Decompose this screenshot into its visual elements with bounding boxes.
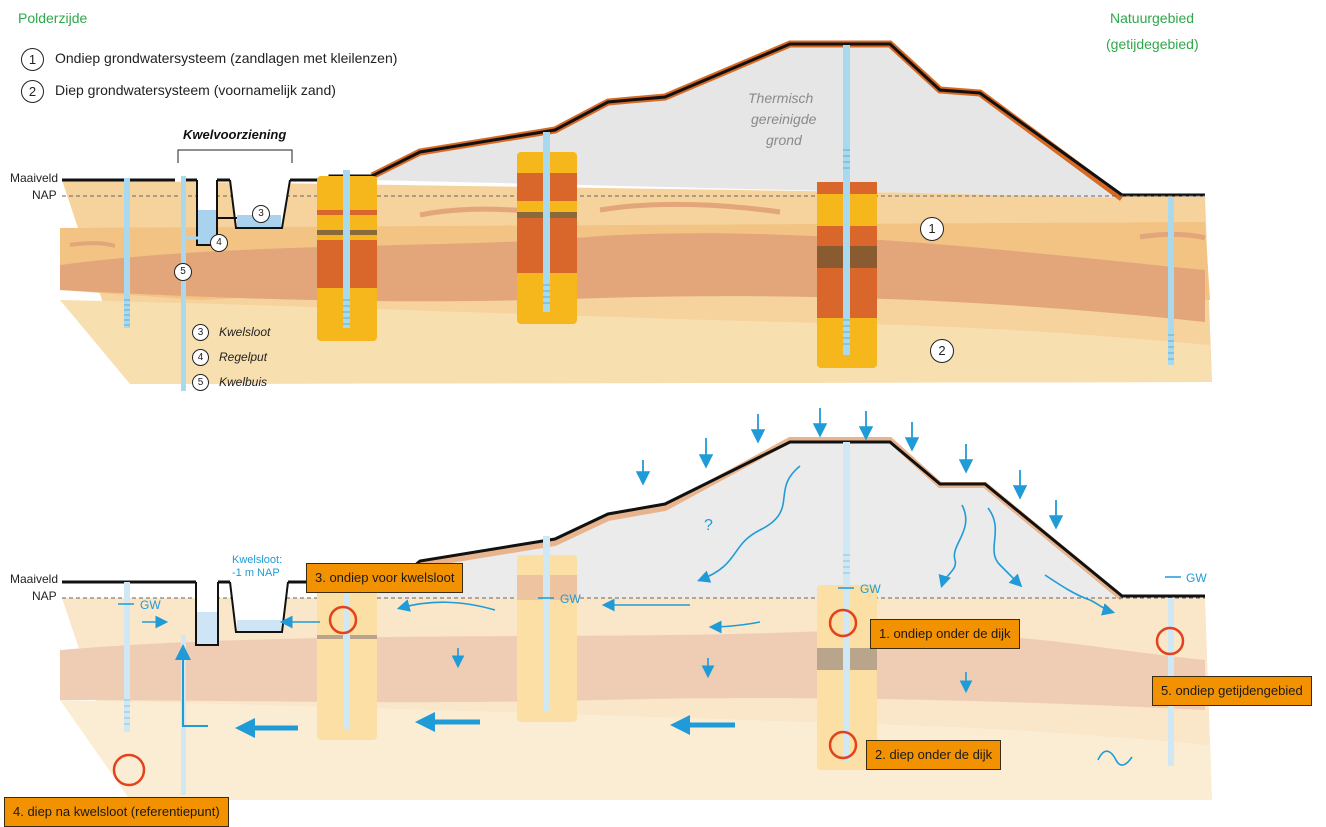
top-kwelvoorziening [177, 149, 293, 391]
top-nap-label: NAP [32, 188, 57, 202]
legend-marker-1: 1 [21, 48, 44, 71]
kwelsloot-depth-label: Kwelsloot: [232, 554, 283, 566]
thermisch-line-1: Thermisch [748, 90, 814, 106]
callout-4-deep-reference: 4. diep na kwelsloot (referentiepunt) [4, 797, 229, 827]
bottom-probes [124, 442, 1174, 770]
top-dike [62, 40, 1205, 201]
top-probe-3 [817, 45, 877, 368]
gw-label-right: GW [1186, 571, 1207, 585]
top-maaiveld-label: Maaiveld [10, 171, 59, 185]
thermisch-line-3: grond [766, 132, 802, 148]
gw-markers [118, 576, 1181, 605]
thermisch-line-2: gereinigde [751, 111, 817, 127]
zone-marker-1: 1 [920, 217, 944, 241]
top-probe-right [1168, 197, 1174, 365]
top-probe-left [124, 178, 130, 328]
bottom-soil-profile [60, 598, 1212, 800]
tidal-area-label: (getijdegebied) [1106, 36, 1199, 52]
top-probe-2 [517, 132, 577, 324]
kwelsloot-depth-value: -1 m NAP [232, 567, 280, 579]
monitor-circle-4 [112, 753, 146, 787]
sublegend-marker-3: 3 [192, 324, 209, 341]
nature-area-label: Natuurgebied [1110, 10, 1195, 26]
top-probe-1 [317, 170, 377, 341]
monitor-circle-3 [328, 605, 358, 635]
marker-kwelbuis: 5 [174, 263, 192, 281]
legend-text-1: Ondiep grondwatersysteem (zandlagen met … [55, 50, 398, 66]
marker-regelput: 4 [210, 234, 228, 252]
callout-3-shallow-before-ditch: 3. ondiep voor kwelsloot [306, 563, 464, 593]
sublegend-text-4: Regelput [219, 350, 268, 364]
monitoring-circles [112, 605, 1185, 787]
unknown-flow-mark: ? [704, 517, 713, 534]
zone-marker-2: 2 [930, 339, 954, 363]
rain-arrows [635, 408, 1064, 530]
marker-kwelsloot: 3 [252, 205, 270, 223]
legend-marker-2: 2 [21, 80, 44, 103]
sublegend-text-3: Kwelsloot [219, 325, 271, 339]
monitor-circle-5 [1155, 626, 1185, 656]
callout-1-shallow-under-dike: 1. ondiep onder de dijk [870, 619, 1020, 649]
bottom-nap-label: NAP [32, 589, 57, 603]
deep-flow-arrows [175, 644, 735, 738]
kwelvoorziening-label: Kwelvoorziening [183, 127, 287, 142]
monitor-circle-1 [828, 608, 858, 638]
bottom-maaiveld-label: Maaiveld [10, 572, 59, 586]
monitor-circle-2 [828, 730, 858, 760]
gw-label-probe2: GW [560, 592, 581, 606]
legend-text-2: Diep grondwatersysteem (voornamelijk zan… [55, 82, 336, 98]
callout-2-deep-under-dike: 2. diep onder de dijk [866, 740, 1002, 770]
sublegend-marker-5: 5 [192, 374, 209, 391]
gw-label-left: GW [140, 598, 161, 612]
sublegend-text-5: Kwelbuis [219, 375, 268, 389]
callout-5-shallow-tidal: 5. ondiep getijdengebied [1152, 676, 1312, 706]
seepage-flows [142, 465, 1133, 766]
sublegend-marker-4: 4 [192, 349, 209, 366]
gw-label-dike: GW [860, 582, 881, 596]
polder-side-label: Polderzijde [18, 10, 88, 26]
